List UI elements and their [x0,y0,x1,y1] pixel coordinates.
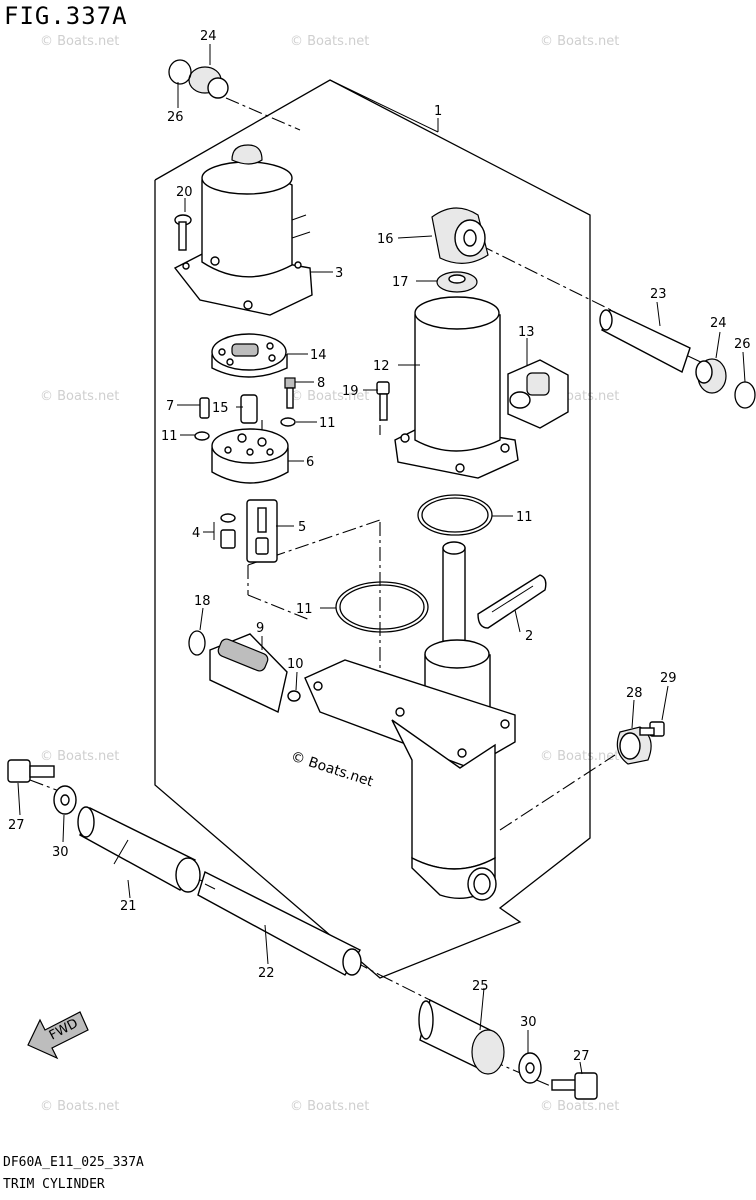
callout-2: 2 [525,629,533,644]
valve-9-group [188,630,301,714]
watermark: © Boats.net [290,34,369,49]
screw-19 [376,381,390,421]
screw-20 [174,214,192,251]
callout-13: 13 [518,325,535,340]
center-watermark: © Boats.net [289,749,376,791]
sleeve-21 [77,806,201,893]
watermark: © Boats.net [540,1099,619,1114]
callout-12: 12 [373,359,390,374]
callout-18: 18 [194,594,211,609]
callout-27a: 27 [8,818,25,833]
callout-3: 3 [335,266,343,281]
callout-4: 4 [192,526,200,541]
callout-26b: 26 [734,337,751,352]
parts-diagram: © Boats.net © Boats.net © Boats.net © Bo… [7,29,756,1114]
o-ring-11-lower [335,581,429,633]
diagram-title: TRIM CYLINDER [3,1177,105,1192]
shaft-22 [197,871,362,976]
trim-cylinder-body [304,541,516,901]
callout-22: 22 [258,966,275,981]
bolt-27-bottom [518,1052,598,1100]
bushing-25 [418,998,505,1075]
callout-26a: 26 [167,110,184,125]
watermark: © Boats.net [40,389,119,404]
diagram-code: DF60A_E11_025_337A [3,1155,144,1170]
callout-20: 20 [176,185,193,200]
reservoir-12 [394,296,519,479]
callout-11d: 11 [296,602,313,617]
callout-9: 9 [256,621,264,636]
electric-motor [173,144,313,316]
callout-16: 16 [377,232,394,247]
pump-body [211,428,289,484]
callout-23: 23 [650,287,667,302]
center-lines [29,97,706,1091]
callout-24b: 24 [710,316,727,331]
callout-28: 28 [626,686,643,701]
watermark: © Boats.net [40,1099,119,1114]
callout-14: 14 [310,348,327,363]
watermark: © Boats.net [40,34,119,49]
callout-30b: 30 [520,1015,537,1030]
pump-cover [211,333,288,378]
callout-30a: 30 [52,845,69,860]
callout-10: 10 [287,657,304,672]
watermark: © Boats.net [290,389,369,404]
callout-24a: 24 [200,29,217,44]
callout-29: 29 [660,671,677,686]
figure-title: FIG.337A [4,2,128,30]
callout-11b: 11 [319,416,336,431]
callout-8: 8 [317,376,325,391]
callout-7: 7 [166,399,174,414]
callout-11c: 11 [516,510,533,525]
callout-21: 21 [120,899,137,914]
callout-11a: 11 [161,429,178,444]
leader-lines [17,44,746,1075]
callout-19: 19 [342,384,359,399]
callout-17: 17 [392,275,409,290]
pin-23 [599,309,691,374]
bolt-27-left [7,759,77,815]
bushing-24-right [695,358,756,409]
callout-27b: 27 [573,1049,590,1064]
callout-15: 15 [212,401,229,416]
callout-1: 1 [434,104,442,119]
valve-block-13 [507,359,569,429]
bushing-24-top [168,59,229,99]
watermark: © Boats.net [540,749,619,764]
callout-5: 5 [298,520,306,535]
bracket-2 [477,574,547,629]
assembly-outline [154,79,591,979]
callout-25: 25 [472,979,489,994]
o-ring-11-upper [417,494,493,536]
bushing-16 [431,207,489,293]
valves-4-5 [220,499,278,563]
small-parts-7-8-15 [194,377,296,441]
watermark: © Boats.net [40,749,119,764]
callout-labels: 1 2 3 4 5 6 7 8 9 10 11 11 11 11 12 13 1… [8,29,751,1064]
collar-28 [616,721,665,765]
watermark: © Boats.net [290,1099,369,1114]
fwd-arrow: FWD [27,1011,89,1060]
callout-6: 6 [306,455,314,470]
watermark: © Boats.net [540,34,619,49]
